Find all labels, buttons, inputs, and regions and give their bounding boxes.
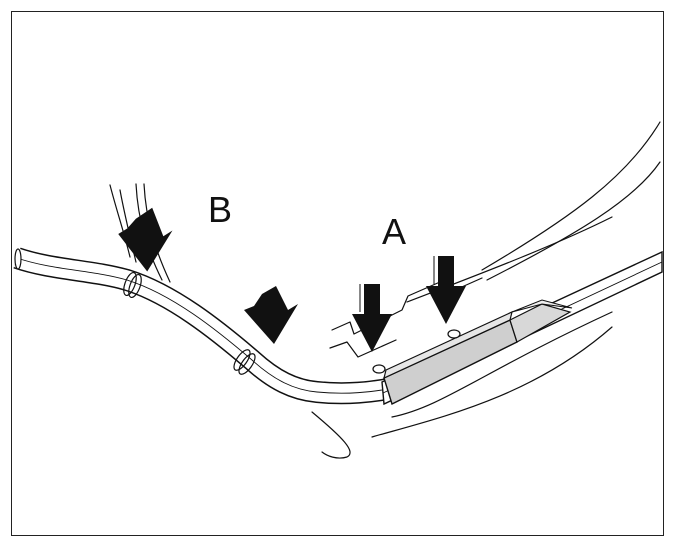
arrow-icon (426, 256, 466, 324)
clip-housing (372, 299, 573, 405)
wire-strand (119, 189, 137, 263)
body-contour-line (311, 411, 351, 459)
label-b: B (208, 189, 233, 230)
label-a: A (382, 211, 407, 252)
arrow-icon (118, 207, 173, 272)
wire-strand (109, 184, 131, 258)
mounting-bracket (329, 339, 397, 358)
hose-ring (123, 271, 142, 299)
hose-ring (233, 349, 256, 375)
illustration (13, 121, 663, 459)
body-contour-line (486, 161, 661, 281)
body-contour-line (481, 121, 661, 271)
arrow-icon (352, 284, 392, 352)
arrow-icon (244, 286, 298, 344)
body-contour-line (371, 326, 613, 438)
hose (13, 247, 396, 405)
body-contour-line (391, 311, 613, 418)
diagram-frame: A B (11, 11, 664, 536)
